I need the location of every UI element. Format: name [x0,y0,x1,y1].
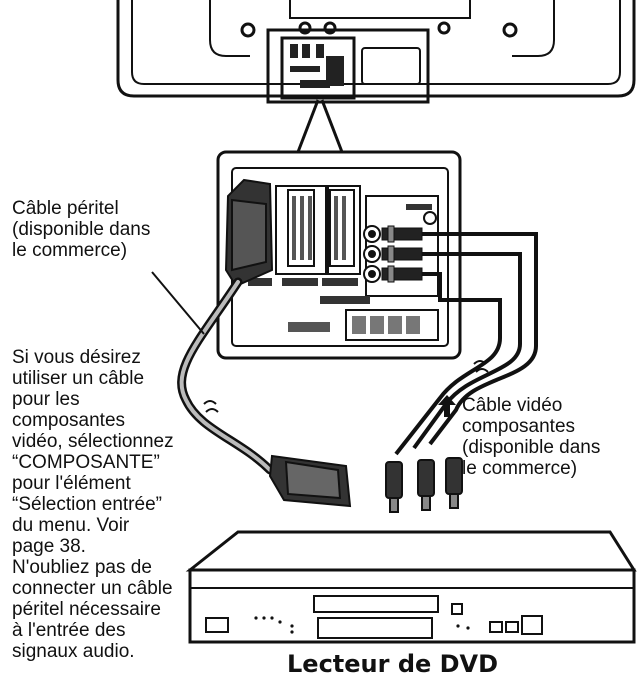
note-line: du menu. Voir [12,515,130,536]
component-note: Si vous désirez utiliser un câble pour l… [12,347,174,662]
scart-plug-panel [224,178,274,288]
note-line: connecter un câble [12,578,173,599]
note-line: N'oubliez pas de [12,557,152,578]
component-cable-label-line: composantes [462,416,576,437]
scart-cable-inner [179,280,272,472]
scart-cable-label-line: le commerce) [12,240,128,261]
component-cable-label-line: (disponible dans [462,437,601,458]
scart-cable-label: Câble péritel (disponible dans le commer… [12,198,150,261]
tv-terminal-mini [290,44,344,88]
note-line: composantes [12,410,126,431]
scart-cable-label-line: Câble péritel [12,198,119,219]
component-cable-label-line: le commerce) [462,458,578,479]
dvd-player-label: Lecteur de DVD [287,650,499,678]
note-line: signaux audio. [12,641,135,662]
component-cable-label-line: Câble vidéo [462,395,563,416]
note-line: Si vous désirez [12,347,141,368]
callout-lines [296,99,344,153]
panel-rca-jacks [363,225,381,283]
note-line: pour l'élément [12,473,131,494]
note-line: pour les [12,389,80,410]
panel-pins [248,196,432,334]
note-line: “COMPOSANTE” [12,452,160,473]
scart-plug-bottom [268,454,352,508]
note-line: à l'entrée des [12,620,126,641]
dvd-player [185,530,637,644]
scart-cable-label-line: (disponible dans [12,219,151,240]
note-line: vidéo, sélectionnez [12,431,174,452]
scart-label-pointer [151,271,205,335]
arrow-up-icon [438,395,456,417]
rca-plugs-panel [381,225,423,283]
component-cable-label: Câble vidéo composantes (disponible dans… [462,395,600,479]
note-line: péritel nécessaire [12,599,161,620]
dvd-dots [254,616,470,634]
rca-plugs-bottom [385,457,463,513]
note-line: “Sélection entrée” [12,494,162,515]
note-line: page 38. [12,536,86,557]
component-cable [394,232,538,456]
note-line: utiliser un câble [12,368,145,389]
tv-back [116,0,636,104]
